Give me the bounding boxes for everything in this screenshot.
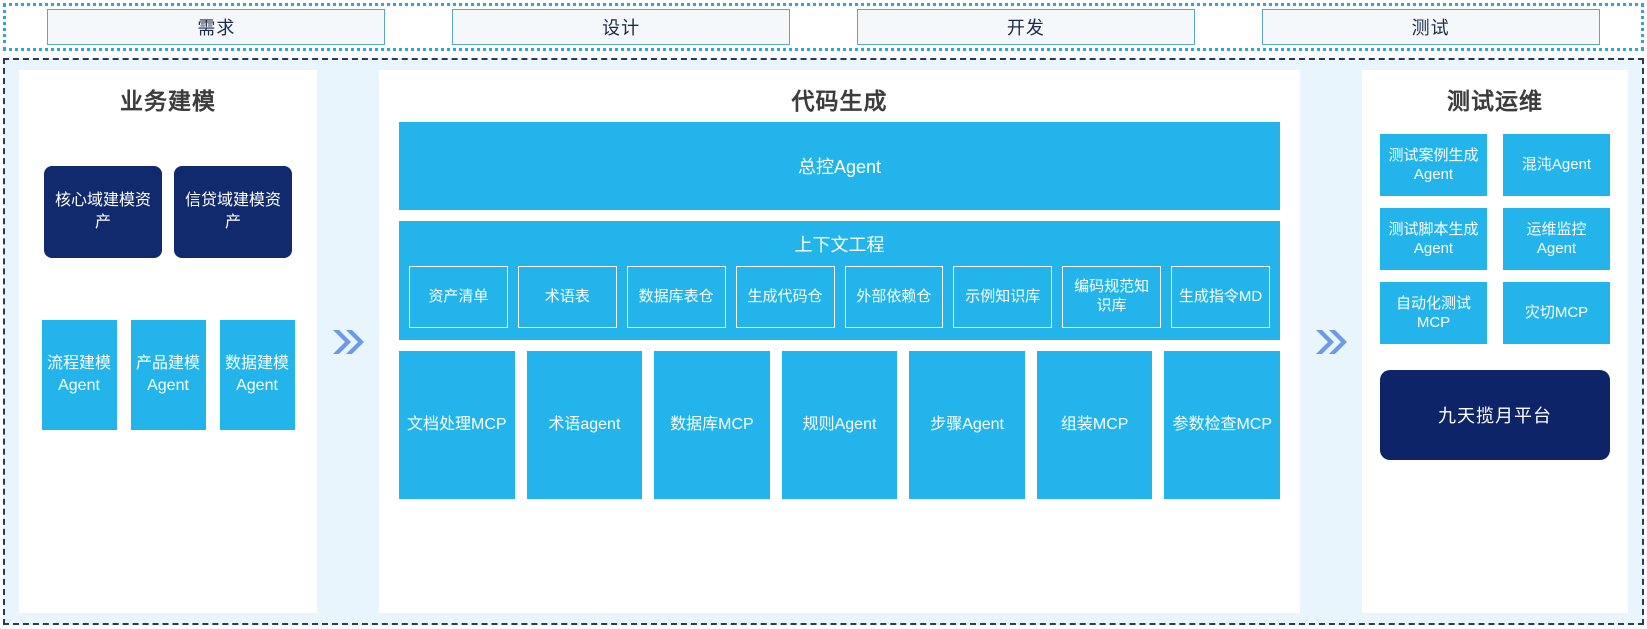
code-generation-body: 总控Agent 上下文工程 资产清单 术语表 数据库表仓 生成代码仓 外部依赖仓…: [379, 122, 1300, 513]
tool-card-row: 文档处理MCP 术语agent 数据库MCP 规则Agent 步骤Agent 组…: [399, 351, 1281, 499]
phase-tab-development[interactable]: 开发: [856, 9, 1195, 45]
phase-tab-testing[interactable]: 测试: [1261, 9, 1600, 45]
card-automated-test-mcp[interactable]: 自动化测试MCP: [1380, 282, 1487, 344]
panel-title-business-modeling: 业务建模: [120, 88, 216, 114]
phase-cell-design: 设计: [419, 9, 824, 45]
main-area: 业务建模 核心域建模资产 信贷域建模资产 流程建模Agent 产品建模Agent…: [3, 58, 1644, 625]
context-item-glossary[interactable]: 术语表: [517, 266, 617, 328]
card-chaos-agent[interactable]: 混沌Agent: [1503, 134, 1610, 196]
context-item-generated-code-repo[interactable]: 生成代码仓: [735, 266, 835, 328]
phase-bar: 需求 设计 开发 测试: [3, 3, 1644, 51]
tool-card-database-mcp[interactable]: 数据库MCP: [654, 351, 770, 499]
asset-card-credit-domain[interactable]: 信贷域建模资产: [174, 166, 292, 258]
phase-cell-requirements: 需求: [14, 9, 419, 45]
asset-card-core-domain[interactable]: 核心域建模资产: [44, 166, 162, 258]
master-agent-bar[interactable]: 总控Agent: [399, 122, 1280, 210]
context-engineering-title: 上下文工程: [794, 235, 885, 255]
test-operations-body: 测试案例生成Agent 混沌Agent 测试脚本生成Agent 运维监控Agen…: [1362, 122, 1628, 460]
phase-cell-development: 开发: [824, 9, 1229, 45]
context-item-external-dependency-repo[interactable]: 外部依赖仓: [844, 266, 944, 328]
tool-card-rule-agent[interactable]: 规则Agent: [781, 351, 898, 499]
arrow-center-to-right: [1300, 70, 1362, 613]
panel-business-modeling: 业务建模 核心域建模资产 信贷域建模资产 流程建模Agent 产品建模Agent…: [19, 70, 317, 613]
tool-card-document-processing-mcp[interactable]: 文档处理MCP: [399, 351, 515, 499]
card-operations-monitoring-agent[interactable]: 运维监控Agent: [1503, 208, 1610, 270]
phase-tab-requirements[interactable]: 需求: [47, 9, 386, 45]
phase-cell-testing: 测试: [1228, 9, 1633, 45]
arrow-left-to-center: [317, 70, 379, 613]
business-modeling-body: 核心域建模资产 信贷域建模资产 流程建模Agent 产品建模Agent 数据建模…: [19, 122, 317, 430]
test-operations-card-grid: 测试案例生成Agent 混沌Agent 测试脚本生成Agent 运维监控Agen…: [1380, 134, 1610, 344]
panel-title-test-operations: 测试运维: [1447, 88, 1543, 114]
context-item-asset-list[interactable]: 资产清单: [409, 266, 508, 328]
card-disaster-switch-mcp[interactable]: 灾切MCP: [1503, 282, 1610, 344]
business-agent-row: 流程建模Agent 产品建模Agent 数据建模Agent: [41, 320, 295, 430]
context-item-example-knowledge-base[interactable]: 示例知识库: [953, 266, 1053, 328]
tool-card-step-agent[interactable]: 步骤Agent: [909, 351, 1025, 499]
agent-card-process-modeling[interactable]: 流程建模Agent: [41, 320, 117, 430]
panel-test-operations: 测试运维 测试案例生成Agent 混沌Agent 测试脚本生成Agent 运维监…: [1362, 70, 1628, 613]
context-item-coding-standard-knowledge-base[interactable]: 编码规范知识库: [1062, 266, 1162, 328]
context-engineering-box: 上下文工程 资产清单 术语表 数据库表仓 生成代码仓 外部依赖仓 示例知识库 编…: [399, 221, 1280, 340]
tool-card-assembly-mcp[interactable]: 组装MCP: [1036, 351, 1153, 499]
panel-code-generation: 代码生成 总控Agent 上下文工程 资产清单 术语表 数据库表仓 生成代码仓 …: [379, 70, 1300, 613]
card-test-script-generation-agent[interactable]: 测试脚本生成Agent: [1380, 208, 1487, 270]
chevron-double-right-icon: [1316, 329, 1347, 354]
tool-card-parameter-check-mcp[interactable]: 参数检查MCP: [1164, 351, 1281, 499]
context-item-db-table-repo[interactable]: 数据库表仓: [626, 266, 726, 328]
context-items-row: 资产清单 术语表 数据库表仓 生成代码仓 外部依赖仓 示例知识库 编码规范知识库…: [409, 266, 1270, 328]
business-asset-row: 核心域建模资产 信贷域建模资产: [44, 166, 292, 258]
phase-tab-design[interactable]: 设计: [452, 9, 791, 45]
tool-card-glossary-agent[interactable]: 术语agent: [526, 351, 643, 499]
panel-title-code-generation: 代码生成: [791, 88, 888, 114]
agent-card-data-modeling[interactable]: 数据建模Agent: [219, 320, 295, 430]
chevron-double-right-icon: [333, 329, 364, 354]
platform-card-jiutian-lanyue[interactable]: 九天揽月平台: [1380, 370, 1610, 460]
agent-card-product-modeling[interactable]: 产品建模Agent: [130, 320, 206, 430]
card-test-case-generation-agent[interactable]: 测试案例生成Agent: [1380, 134, 1487, 196]
phase-row: 需求 设计 开发 测试: [6, 6, 1641, 48]
context-item-generation-instruction-md[interactable]: 生成指令MD: [1171, 266, 1270, 328]
